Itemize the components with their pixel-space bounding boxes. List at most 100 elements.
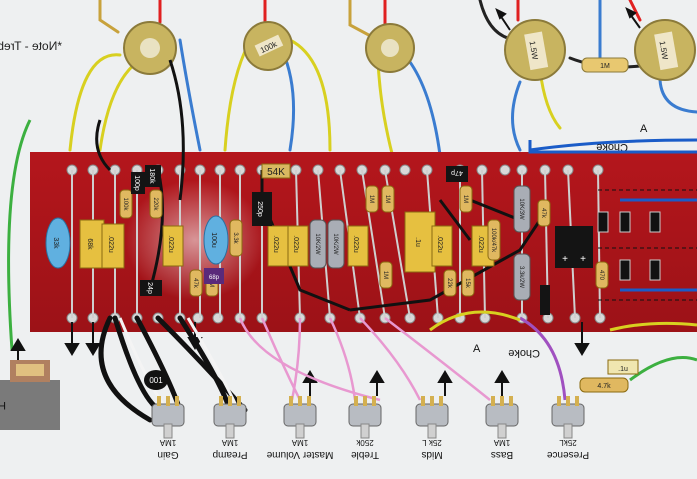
r1m-e-label: 1M [462,195,468,203]
pot-name-4: Mids [421,449,442,460]
c22c-label: .022u [272,235,279,253]
filter-caps: + + [540,226,593,315]
c22d-label: .022u [292,235,299,253]
pink-wires [238,317,491,402]
choke-bottom-label: Choke [508,347,540,359]
r15k-label: 15k [464,278,470,289]
res-top-a-label: 1.5W [527,40,539,60]
pot-name-2: Master Volume [266,449,333,460]
yellow-cap-labels: 68k .022u .022u .022u .022u .022u .1u .0… [86,235,484,253]
tag-001: 001 [144,370,168,390]
pot-4: 25k L Mids [415,396,449,460]
blue-cap-2: 100u [203,215,229,265]
pot-value-4: 25k L [422,438,442,447]
r1m-d-label: 1M [382,271,388,279]
c22a-label: .022u [107,235,114,253]
pot-0: 1MA Gain [151,396,185,460]
tag-001-label: 001 [149,376,163,385]
r33k-label: 33k [52,237,59,249]
top-pot-4: 1.5W [504,19,566,81]
power-resistor-labels: 10K/2W 10K/2W 10K/3W 3.3k/2W [314,198,524,288]
r3k3b-label: 3.3k/2W [518,266,524,288]
pot-value-3: 250k [355,438,373,447]
top-pot-2: 100k [243,21,293,71]
pot-6: 25kL Presence [546,396,589,460]
small-black-caps [131,165,468,296]
r54k-label: 54K [267,167,285,178]
pot-value-2: 1MA [291,438,308,447]
c22g-label: .022u [477,235,484,253]
c100u-label: 100u [210,232,217,248]
top-pot-5: 1.5W [634,19,696,81]
r470-label: 470 [598,270,604,281]
c01u-label: .1u [414,237,421,247]
pot-name-5: Bass [491,449,513,460]
r68k-label: 68k [86,238,93,250]
purple-wire [519,316,567,401]
top-resistor-mid: 1M [581,57,629,73]
r100k-label: 100k [122,197,128,211]
green-wire-right [629,356,697,382]
input-jack: H [0,360,60,430]
small-purple-cap: 68p [204,268,224,284]
blue-cap-1: 33k [45,217,71,269]
r100k47k-label: 100k/47k [490,228,496,253]
a-bottom-label: A [473,343,481,355]
c250p-b-label: 24p [146,282,153,294]
r10k3w-label: 10K/3W [518,198,524,220]
h-mark: H [0,399,6,411]
r220k-label: 220k [152,197,158,211]
r10k2w-b-label: 10K/2W [332,233,338,255]
a-top-label: A [640,123,648,135]
r3k3-label: 3.3k [232,232,238,244]
choke-top-label: Choke [596,141,628,153]
c68p-label: 68p [209,275,220,281]
pot-2: 1MA Master Volume [266,396,333,460]
right-blue-wires [528,140,697,292]
r1m-b-label: 1M [368,195,374,203]
pot-name-0: Gain [157,449,178,460]
right-dashed-lines [598,189,697,301]
yellow-wire-bottom [429,310,521,332]
pot-name-1: Preamp [212,449,247,460]
res-out-label: 4.7k [597,383,611,390]
pot-5: 1MA Bass [485,396,519,460]
diodes [597,211,661,281]
c22b-label: .022u [167,235,174,253]
yellow-caps [79,211,495,273]
yellow-wire-right [609,321,697,332]
pot-value-1: 1MA [221,438,238,447]
r22k-label: 22k [446,278,452,289]
small-black-cap-labels: 180k 100p 24p 250p 47p [133,168,463,294]
top-pot-1 [123,21,177,75]
pot-value-6: 25kL [559,438,577,447]
top-arrows [495,6,641,31]
pot-1: 1MA Preamp [212,396,248,460]
r47k-a-label: 47k [540,208,546,219]
c100p-label: 100p [133,175,140,191]
c22f-label: .022u [436,235,443,253]
cap-out-label: .1u [618,366,628,373]
output-resistor: 4.7k [579,377,629,393]
c22e-label: .022u [352,235,359,253]
res-top-ba-label: 1M [600,63,610,70]
pot-value-0: 1MA [159,438,176,447]
res-top-b-label: 1.5W [657,40,669,60]
c250p-label: 250p [256,201,263,217]
r10k2w-label: 10K/2W [314,233,320,255]
note-text: *Note - Treble cap on 50 and 20p [0,39,62,53]
svg-text:+: + [562,254,568,265]
pot-value-5: 1MA [493,438,510,447]
green-wire [7,119,32,351]
pot-name-3: Treble [351,449,379,460]
r180k-label: 180k [148,168,155,184]
pot-name-6: Presence [546,449,589,460]
bottom-pots: 1MA Gain 1MA Preamp 1MA Master Volume 250kTreb… [151,396,589,460]
output-cap: .1u [607,359,639,375]
c47p-label: 47p [451,169,463,176]
r1m-c-label: 1M [384,195,390,203]
svg-text:+: + [580,254,586,265]
